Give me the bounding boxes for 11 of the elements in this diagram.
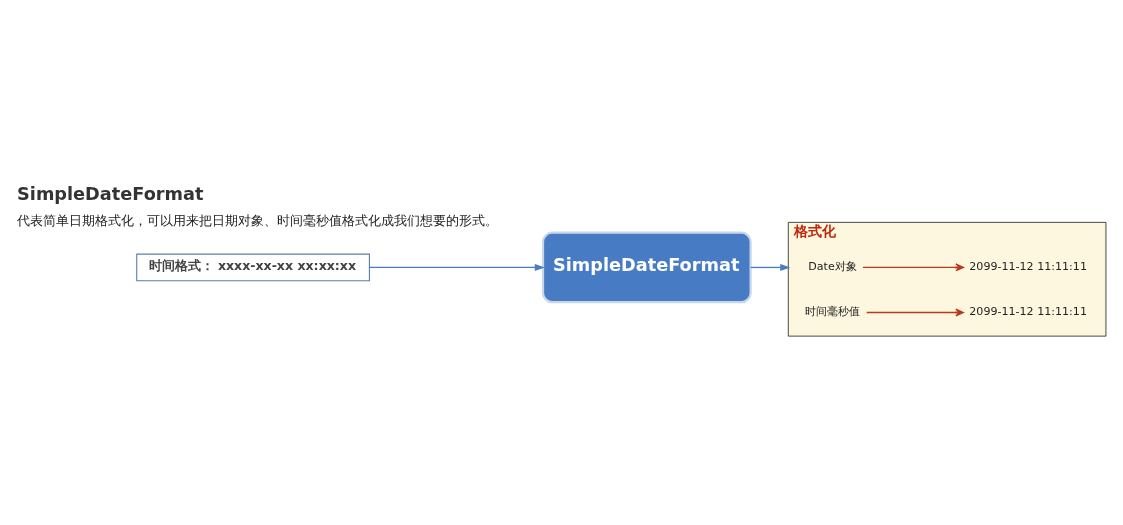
arrow xyxy=(750,263,791,271)
node-text: 时间毫秒值 xyxy=(804,304,860,318)
node-text: 2099-11-12 11:11:11 xyxy=(969,259,1087,273)
node-text: 2099-11-12 11:11:11 xyxy=(969,304,1087,318)
arrow xyxy=(862,262,964,271)
node-box: 时间格式： xxxx-xx-xx xx:xx:xx xyxy=(136,253,370,281)
node-text: Date对象 xyxy=(808,259,857,273)
diagram-title: SimpleDateFormat xyxy=(17,183,204,204)
label: 代表简单日期格式化，可以用来把日期对象、时间毫秒值格式化成我们想要的形式。 xyxy=(17,212,499,228)
arrow xyxy=(369,263,545,271)
node-box: SimpleDateFormat xyxy=(541,231,752,303)
